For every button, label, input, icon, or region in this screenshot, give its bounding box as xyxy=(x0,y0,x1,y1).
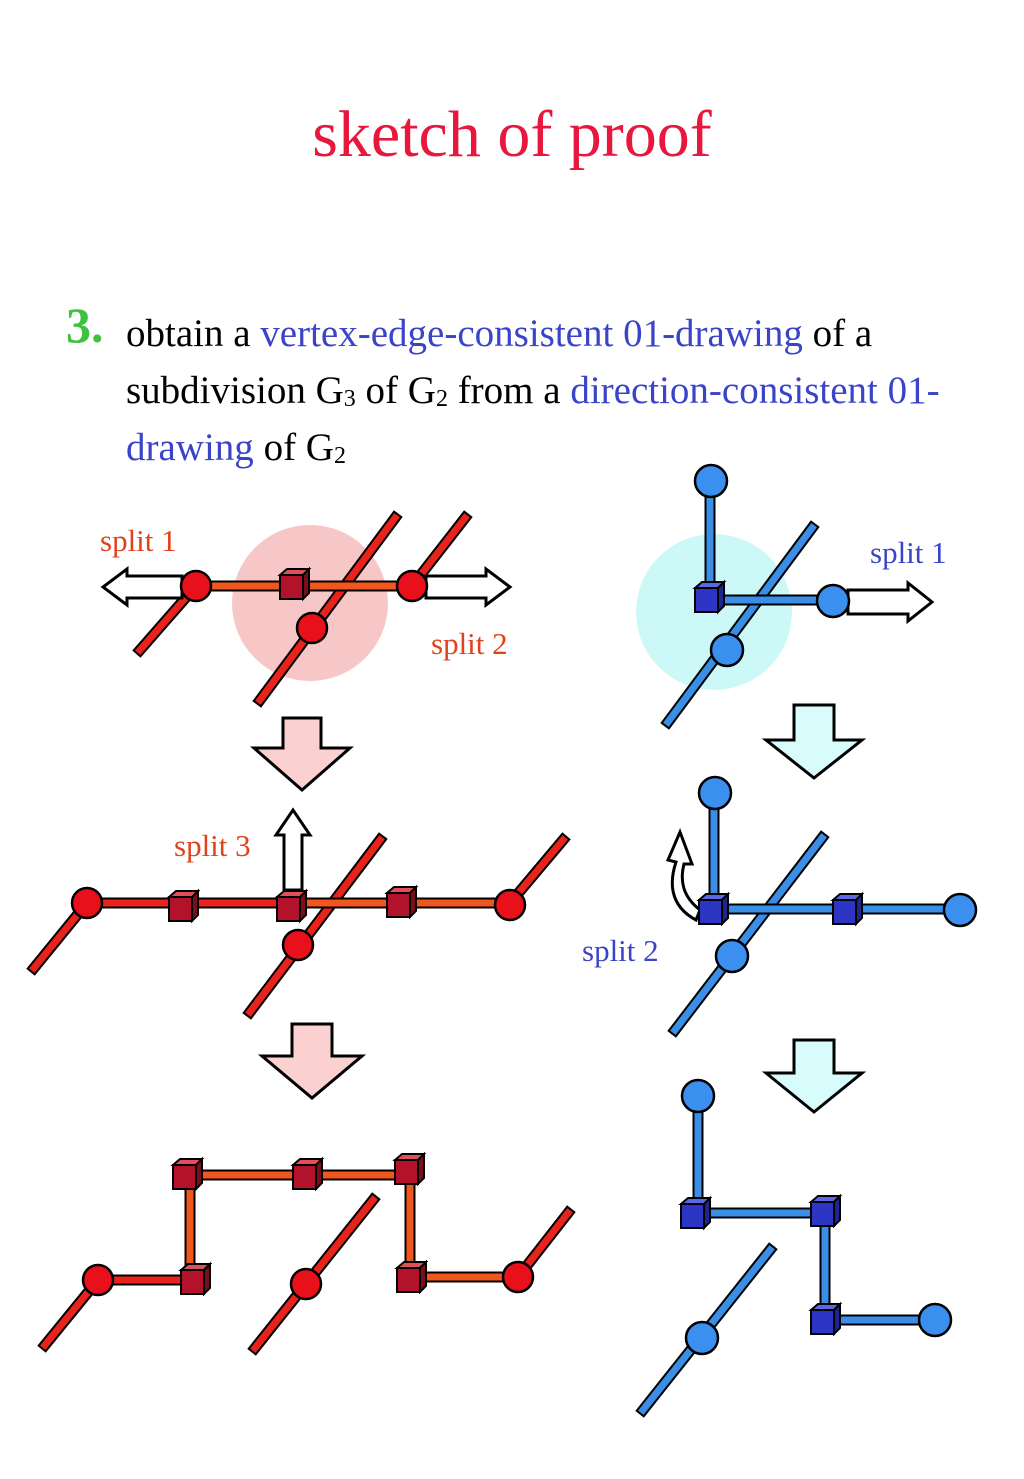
blue-vertex xyxy=(697,775,733,811)
term-vertex-edge-consistent: vertex-edge-consistent 01-drawing xyxy=(260,312,803,355)
blue-square-vertex xyxy=(832,893,863,925)
subscript: 2 xyxy=(435,386,448,412)
red-square-vertex xyxy=(394,1153,425,1185)
label-red-split3: split 3 xyxy=(174,828,251,863)
blue-vertex xyxy=(942,892,978,928)
blue-square-vertex xyxy=(694,581,725,613)
red-highlight-halo xyxy=(232,525,388,681)
step-description: obtain a vertex-edge-consistent 01-drawi… xyxy=(126,305,986,476)
red-vertex xyxy=(179,569,213,603)
blue-vertex xyxy=(684,1320,720,1356)
term-direction-consistent: direction-consistent 01-drawing xyxy=(126,369,940,469)
blue-vertex xyxy=(714,938,750,974)
text-part: of a subdivision G xyxy=(126,312,873,412)
blue-vertex xyxy=(709,632,745,668)
blue-square-vertex xyxy=(680,1197,711,1229)
red-square-vertex xyxy=(292,1158,323,1190)
red-square-vertex xyxy=(396,1261,427,1293)
label-blue-split2: split 2 xyxy=(582,933,659,968)
red-square-vertex xyxy=(386,886,417,918)
right-arrow-icon xyxy=(846,579,935,625)
right-arrow-icon xyxy=(424,566,513,608)
label-red-split1: split 1 xyxy=(100,523,177,558)
down-block-arrow-icon xyxy=(761,1038,867,1114)
label-red-split2: split 2 xyxy=(431,626,508,661)
red-vertex xyxy=(295,611,329,645)
subscript: 3 xyxy=(343,386,356,412)
page-title: sketch of proof xyxy=(312,98,712,171)
down-block-arrow-icon xyxy=(250,716,354,792)
red-vertex xyxy=(281,928,315,962)
left-arrow-icon xyxy=(100,566,184,608)
red-diagonal-edge xyxy=(242,832,388,1020)
red-diagonal-edge xyxy=(252,510,403,708)
blue-square-vertex xyxy=(810,1303,841,1335)
curved-up-arrow-icon xyxy=(665,827,702,923)
red-square-vertex xyxy=(276,890,307,922)
red-vertex xyxy=(289,1267,323,1301)
red-vertex xyxy=(493,888,527,922)
text-part: of G xyxy=(253,426,334,469)
red-square-vertex xyxy=(180,1263,211,1295)
text-part: of G xyxy=(355,369,436,412)
subscript: 2 xyxy=(333,443,346,469)
red-square-vertex xyxy=(279,568,310,600)
red-square-vertex xyxy=(172,1158,203,1190)
blue-diagonal-edge xyxy=(667,830,830,1038)
down-block-arrow-icon xyxy=(761,703,867,780)
text-part: obtain a xyxy=(126,312,261,355)
red-vertex xyxy=(501,1260,535,1294)
step-number: 3. xyxy=(66,297,104,353)
down-block-arrow-icon xyxy=(257,1022,367,1100)
up-arrow-icon xyxy=(273,807,313,892)
red-vertex xyxy=(70,886,104,920)
blue-vertex xyxy=(917,1302,953,1338)
red-vertex xyxy=(81,1263,115,1297)
red-vertex xyxy=(395,569,429,603)
red-orthogonal-path xyxy=(98,1169,518,1286)
blue-diagonal-edge xyxy=(660,520,820,730)
blue-vertex xyxy=(815,583,851,619)
red-square-vertex xyxy=(168,890,199,922)
label-blue-split1: split 1 xyxy=(870,535,947,570)
text-part: from a xyxy=(447,369,571,412)
blue-vertex xyxy=(693,463,729,499)
blue-square-vertex xyxy=(810,1195,841,1227)
blue-square-vertex xyxy=(698,893,729,925)
blue-vertex xyxy=(680,1078,716,1114)
